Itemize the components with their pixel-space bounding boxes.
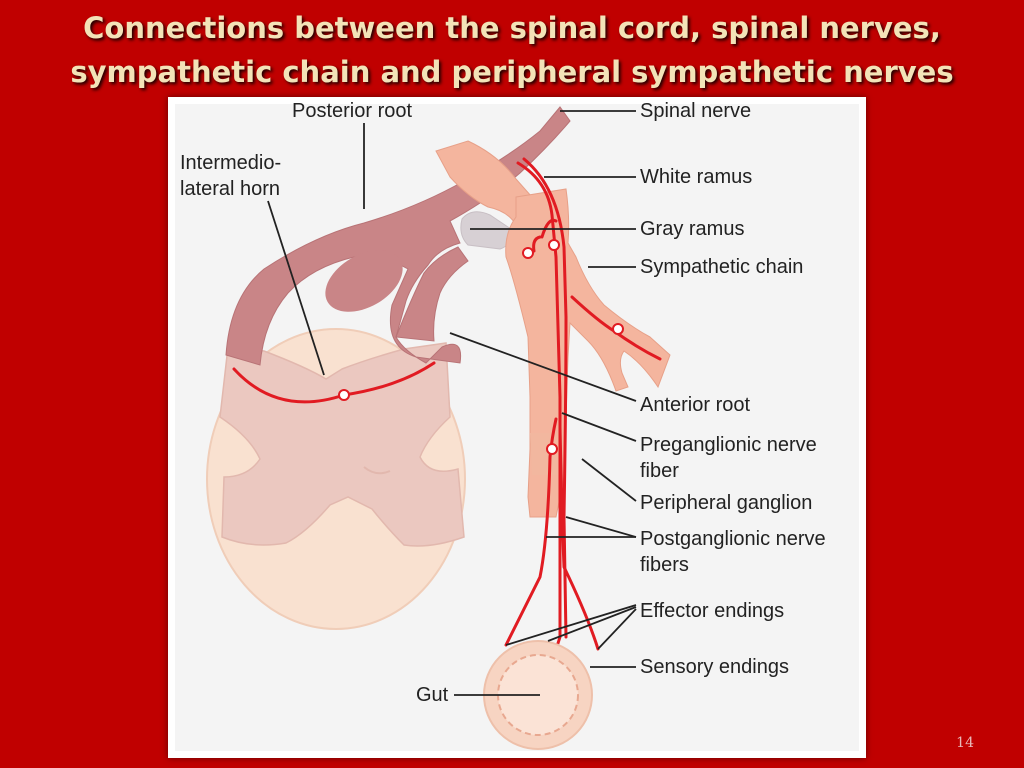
leader-peripheral-ganglion — [581, 458, 637, 502]
label-peripheral-ganglion: Peripheral ganglion — [640, 492, 812, 514]
slide-title: Connections between the spinal cord, spi… — [0, 6, 1024, 94]
leader-effector-2 — [547, 606, 637, 642]
leader-effector-1 — [505, 604, 637, 646]
diagram-canvas: Posterior root Intermedio- lateral horn … — [175, 100, 859, 751]
label-spinal-nerve: Spinal nerve — [640, 100, 751, 122]
label-gut: Gut — [416, 684, 449, 706]
leader-anterior-root — [449, 332, 637, 402]
label-white-ramus: White ramus — [640, 166, 752, 188]
peripheral-ganglion-body — [530, 433, 564, 475]
synapse-peripheral-ganglion — [546, 443, 558, 455]
slide-title-line-1: Connections between the spinal cord, spi… — [83, 11, 941, 45]
anterior-root — [395, 246, 469, 342]
central-canal — [363, 466, 391, 475]
label-gray-ramus: Gray ramus — [640, 218, 744, 240]
white-ramus-fiber — [540, 218, 558, 239]
leader-preganglionic — [561, 412, 637, 442]
label-sympathetic-chain: Sympathetic chain — [640, 256, 803, 278]
rami-and-chain — [435, 140, 671, 518]
label-anterior-root: Anterior root — [640, 394, 750, 416]
postganglionic-fiber-1 — [504, 417, 558, 647]
label-intermediolateral-horn-2: lateral horn — [180, 178, 280, 200]
leader-lines — [267, 110, 637, 696]
spinal-cord — [206, 328, 466, 630]
label-postganglionic-2: fibers — [640, 554, 689, 576]
synapse-chain-upper — [548, 239, 560, 251]
label-preganglionic-2: fiber — [640, 460, 679, 482]
spinal-cord-gray-matter — [219, 342, 465, 547]
synapse-chain-branch — [612, 323, 624, 335]
synapse-intermediolateral — [338, 389, 350, 401]
dorsal-root-ganglion — [325, 250, 403, 312]
leader-intermediolateral-horn — [267, 200, 325, 376]
label-posterior-root: Posterior root — [292, 100, 412, 122]
label-postganglionic-1: Postganglionic nerve — [640, 528, 826, 550]
label-sensory-endings: Sensory endings — [640, 656, 789, 678]
synapse-markers — [338, 239, 624, 455]
page-number: 14 — [956, 735, 974, 751]
gray-ramus-fiber — [532, 235, 542, 253]
label-intermediolateral-horn-1: Intermedio- — [180, 152, 281, 174]
leader-postganglionic-1 — [565, 516, 637, 538]
slide-title-line-2: sympathetic chain and peripheral sympath… — [70, 55, 954, 89]
diagram-figure: Posterior root Intermedio- lateral horn … — [168, 97, 866, 758]
label-preganglionic-1: Preganglionic nerve — [640, 434, 817, 456]
label-effector-endings: Effector endings — [640, 600, 784, 622]
diagram-labels: Posterior root Intermedio- lateral horn … — [180, 100, 826, 706]
synapse-gray-ramus — [522, 247, 534, 259]
leader-effector-3 — [597, 608, 637, 650]
preganglionic-fiber-2 — [522, 157, 568, 639]
